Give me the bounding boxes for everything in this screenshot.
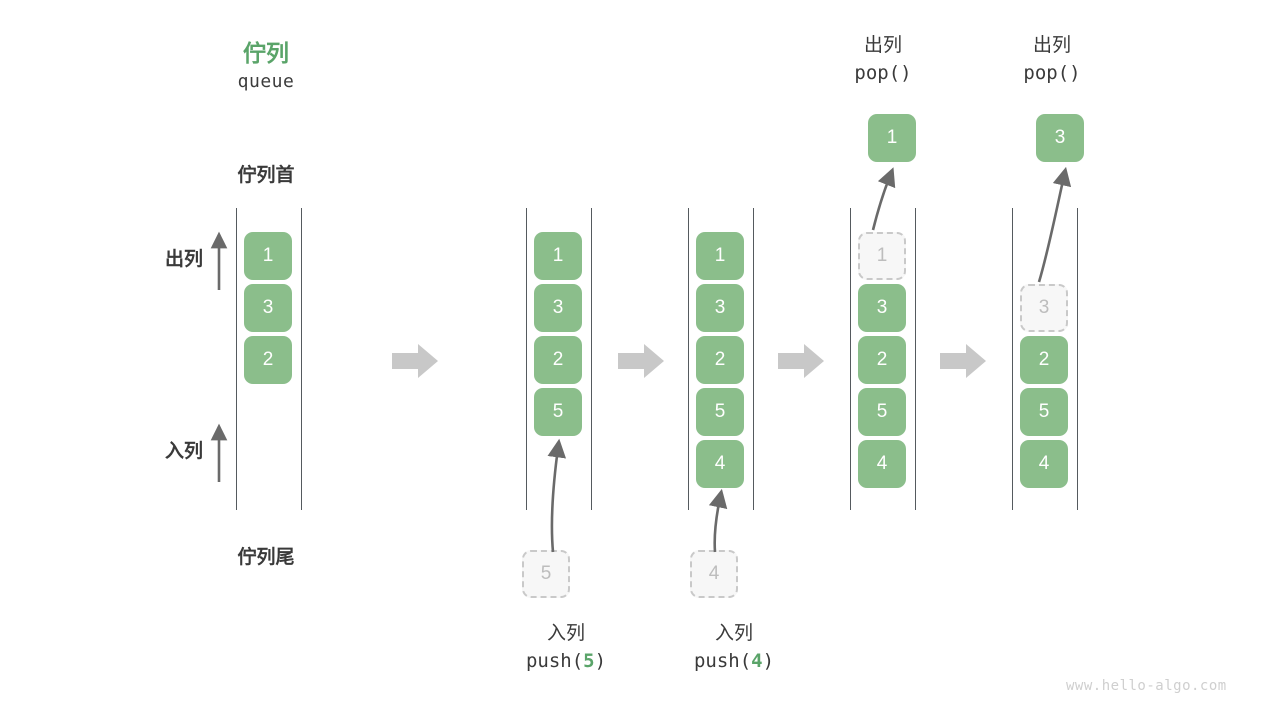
queue-cell: 4 bbox=[858, 440, 906, 488]
pop-3-caption-code: pop() bbox=[972, 60, 1132, 88]
push-4-code-pre: push( bbox=[693, 649, 752, 672]
queue-cell: 2 bbox=[858, 336, 906, 384]
queue-column-push-5: 1 3 2 5 bbox=[526, 208, 592, 510]
push-4-caption-cn: 入列 bbox=[714, 623, 753, 644]
queue-cell: 1 bbox=[696, 232, 744, 280]
pop-3-caption-cn: 出列 bbox=[1032, 35, 1071, 56]
queue-cell: 1 bbox=[244, 232, 292, 280]
flow-arrow-3 bbox=[778, 344, 824, 378]
push-5-code-pre: push( bbox=[525, 649, 584, 672]
popped-cell: 3 bbox=[1036, 114, 1084, 162]
push-5-caption-code: push(5) bbox=[486, 648, 646, 676]
push-arrow-4 bbox=[708, 488, 728, 553]
queue-cell: 3 bbox=[244, 284, 292, 332]
queue-cell: 3 bbox=[534, 284, 582, 332]
queue-rail-left bbox=[236, 208, 237, 510]
push-4-caption: 入列 push(4) bbox=[654, 620, 814, 675]
pop-arrow-1 bbox=[871, 167, 896, 231]
queue-head-label: 佇列首 bbox=[237, 165, 295, 186]
push-5-code-num: 5 bbox=[583, 649, 595, 672]
queue-cell: 3 bbox=[858, 284, 906, 332]
pop-3-code-post: ) bbox=[1069, 61, 1081, 84]
watermark: www.hello-algo.com bbox=[1066, 678, 1227, 694]
queue-column-pop-1: 1 3 2 5 4 bbox=[850, 208, 916, 510]
queue-cell: 2 bbox=[696, 336, 744, 384]
flow-arrow-2 bbox=[618, 344, 664, 378]
queue-cell: 5 bbox=[534, 388, 582, 436]
diagram-title-en: queue bbox=[237, 71, 295, 92]
queue-cell: 1 bbox=[534, 232, 582, 280]
pending-push-cell: 4 bbox=[690, 550, 738, 598]
queue-rail-left bbox=[1012, 208, 1013, 510]
queue-cell: 5 bbox=[1020, 388, 1068, 436]
popped-cell: 1 bbox=[868, 114, 916, 162]
pop-3-caption: 出列 pop() bbox=[972, 32, 1132, 87]
flow-arrow-4 bbox=[940, 344, 986, 378]
queue-column-initial: 1 3 2 bbox=[236, 208, 302, 510]
queue-cell: 4 bbox=[696, 440, 744, 488]
queue-cell-ghost: 3 bbox=[1020, 284, 1068, 332]
queue-cell: 5 bbox=[696, 388, 744, 436]
enqueue-direction-arrow bbox=[210, 423, 228, 482]
pop-3-code-pre: pop( bbox=[1023, 61, 1070, 84]
push-arrow-5 bbox=[547, 438, 567, 553]
queue-cell: 2 bbox=[1020, 336, 1068, 384]
pop-1-code-pre: pop( bbox=[854, 61, 901, 84]
dequeue-direction-label: 出列 bbox=[164, 249, 203, 270]
push-4-code-post: ) bbox=[762, 649, 775, 672]
queue-rail-left bbox=[688, 208, 689, 510]
pop-1-caption-code: pop() bbox=[803, 60, 963, 88]
queue-rail-left bbox=[526, 208, 527, 510]
pending-push-cell: 5 bbox=[522, 550, 570, 598]
pop-1-code-post: ) bbox=[900, 61, 912, 84]
push-4-code-num: 4 bbox=[751, 649, 763, 672]
queue-rail-right bbox=[1077, 208, 1078, 510]
queue-tail-label: 佇列尾 bbox=[237, 547, 295, 568]
queue-rail-right bbox=[591, 208, 592, 510]
dequeue-direction-arrow bbox=[210, 231, 228, 290]
pop-1-caption-cn: 出列 bbox=[863, 35, 902, 56]
queue-cell: 4 bbox=[1020, 440, 1068, 488]
pop-1-caption: 出列 pop() bbox=[803, 32, 963, 87]
queue-rail-right bbox=[915, 208, 916, 510]
push-5-caption-cn: 入列 bbox=[546, 623, 585, 644]
queue-column-pop-3: 3 2 5 4 bbox=[1012, 208, 1078, 510]
push-4-caption-code: push(4) bbox=[654, 648, 814, 676]
queue-column-push-4: 1 3 2 5 4 bbox=[688, 208, 754, 510]
push-5-code-post: ) bbox=[594, 649, 607, 672]
diagram-title-cn: 佇列 bbox=[243, 40, 289, 66]
pop-arrow-3 bbox=[1037, 166, 1072, 283]
push-5-caption: 入列 push(5) bbox=[486, 620, 646, 675]
queue-cell-ghost: 1 bbox=[858, 232, 906, 280]
flow-arrow-1 bbox=[392, 344, 438, 378]
queue-cell: 5 bbox=[858, 388, 906, 436]
queue-cell: 3 bbox=[696, 284, 744, 332]
enqueue-direction-label: 入列 bbox=[164, 441, 203, 462]
queue-rail-left bbox=[850, 208, 851, 510]
queue-cell: 2 bbox=[534, 336, 582, 384]
queue-cell: 2 bbox=[244, 336, 292, 384]
queue-rail-right bbox=[301, 208, 302, 510]
queue-rail-right bbox=[753, 208, 754, 510]
